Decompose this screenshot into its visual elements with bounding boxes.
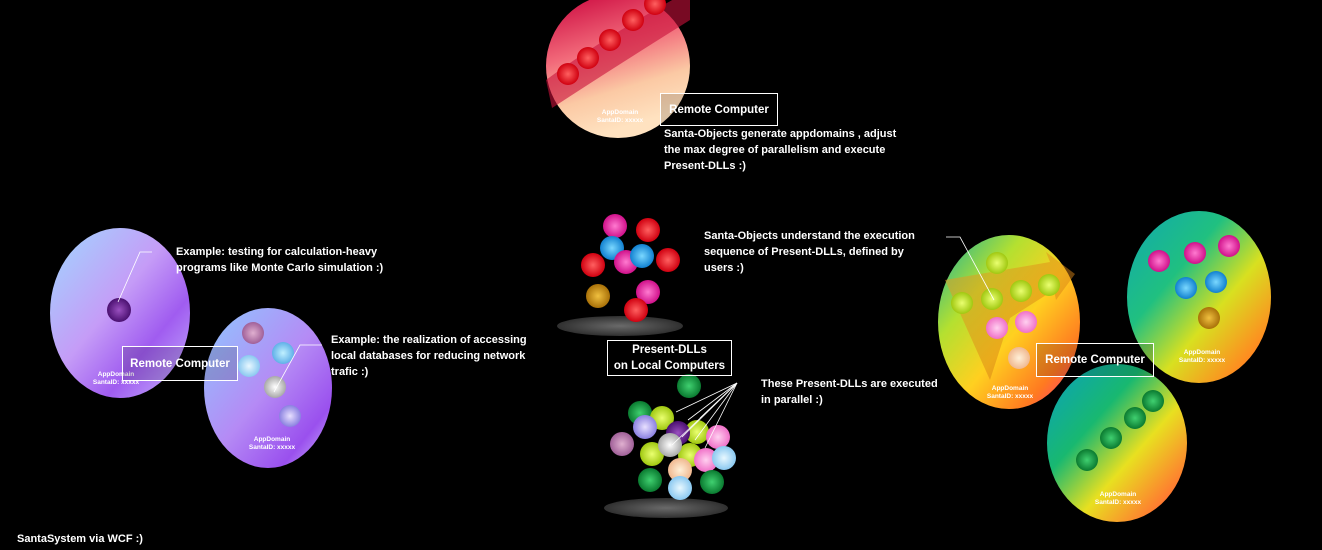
- present-object-red: [622, 9, 644, 31]
- appdomain-egg-left-front: [204, 308, 332, 468]
- parallel-leader-lines: [671, 382, 738, 449]
- present-object-red: [577, 47, 599, 69]
- note-example-database: Example: the realization of accessing lo…: [331, 334, 527, 378]
- appdomain-egg-top: [546, 0, 690, 138]
- remote-computer-box-right: Remote Computer: [1036, 343, 1154, 377]
- note-example-calculation: Example: testing for calculation-heavy p…: [176, 246, 384, 274]
- appdomain-egg-left-back: [50, 228, 190, 398]
- remote-computer-box-top: Remote Computer: [660, 93, 778, 126]
- present-object-purple: [107, 298, 131, 322]
- leader-line: [117, 251, 152, 303]
- remote-computer-box-left: Remote Computer: [122, 346, 238, 381]
- appdomain-egg-right-bottom: [1047, 364, 1187, 522]
- present-dlls-local-box: Present-DLLs on Local Computers: [607, 340, 732, 376]
- platform-shadow: [557, 316, 683, 336]
- present-object-red: [599, 29, 621, 51]
- leader-line: [946, 236, 995, 301]
- note-generate-appdomains: Santa-Objects generate appdomains , adju…: [664, 128, 897, 172]
- appdomain-egg-right-top: [1127, 211, 1271, 383]
- execution-sequence-cluster: [557, 214, 683, 336]
- appdomain-egg-right-left: [938, 235, 1080, 409]
- note-execution-sequence: Santa-Objects understand the execution s…: [704, 230, 915, 274]
- footer-santasystem: SantaSystem via WCF :): [17, 533, 143, 545]
- note-parallel-execution: These Present-DLLs are executed in paral…: [761, 378, 938, 406]
- present-object-red: [557, 63, 579, 85]
- parallel-dlls-cluster: [604, 374, 736, 518]
- platform-shadow: [604, 498, 728, 518]
- present-object-red: [644, 0, 666, 15]
- leader-line: [273, 344, 322, 393]
